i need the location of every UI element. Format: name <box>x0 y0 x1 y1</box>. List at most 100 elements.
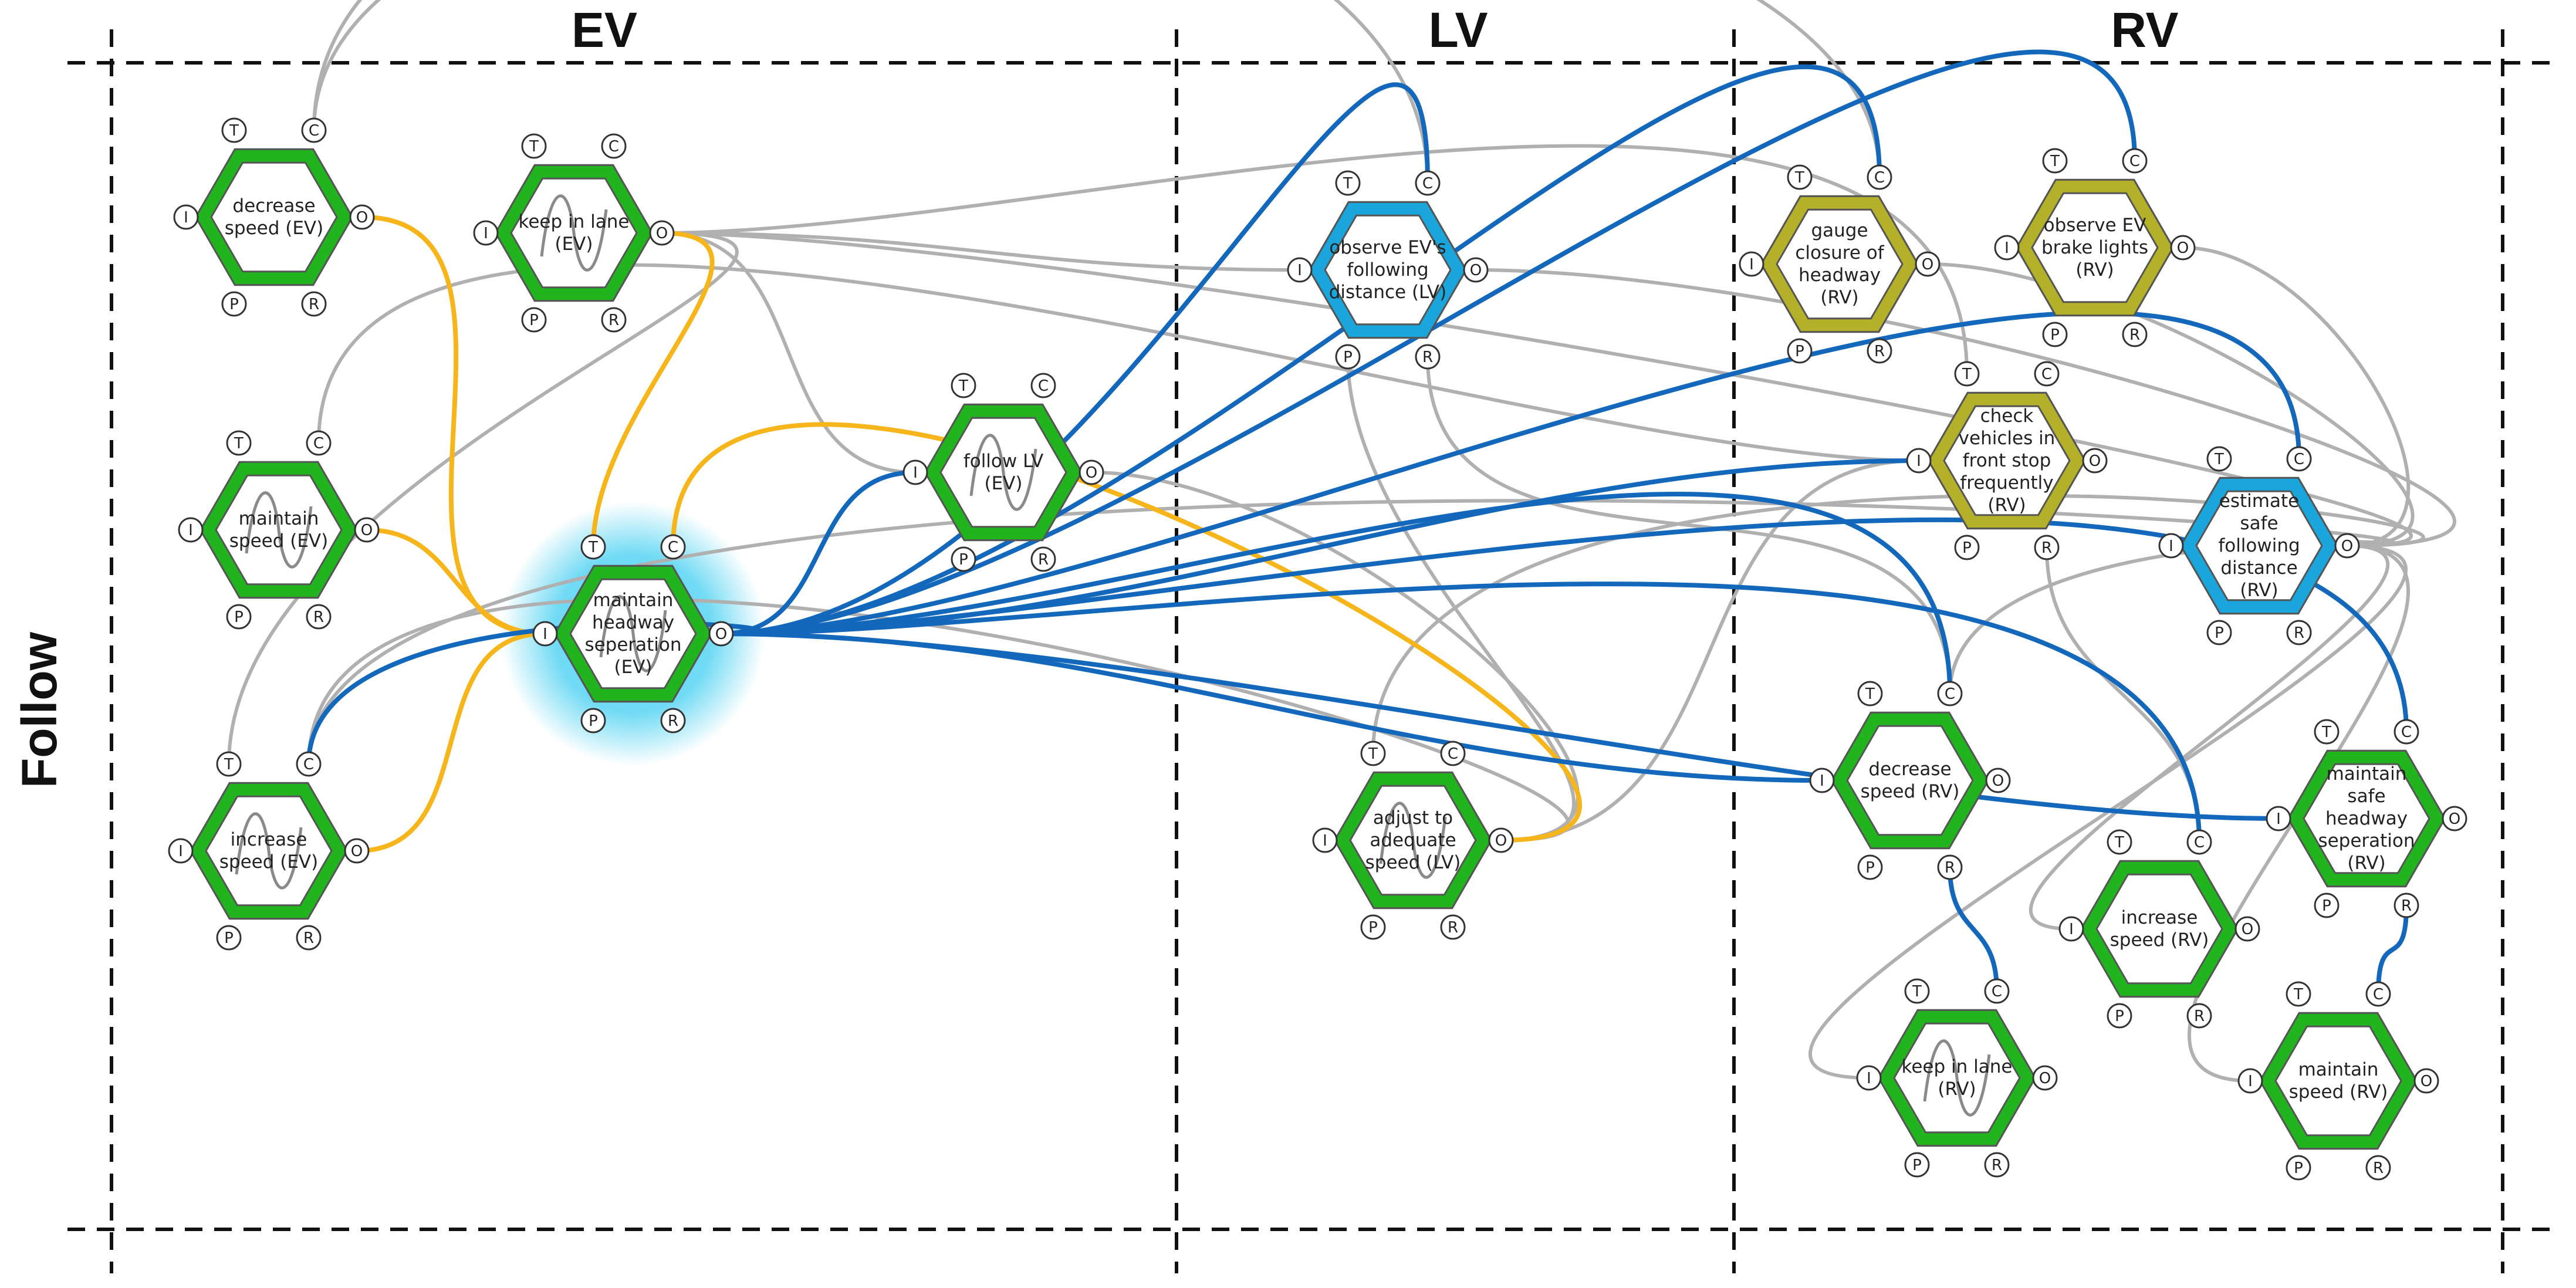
port-control[interactable] <box>2186 829 2212 855</box>
port-output[interactable] <box>1463 257 1489 283</box>
port-output[interactable] <box>2413 1068 2439 1094</box>
port-control[interactable] <box>1030 373 1056 398</box>
port-time[interactable] <box>216 751 242 777</box>
port-control[interactable] <box>1415 170 1441 196</box>
port-time[interactable] <box>1335 170 1361 196</box>
port-resource[interactable] <box>1415 344 1441 370</box>
port-resource[interactable] <box>1937 854 1963 880</box>
port-control[interactable] <box>1937 681 1963 706</box>
port-resource[interactable] <box>2034 535 2060 560</box>
port-time[interactable] <box>221 117 247 143</box>
port-output[interactable] <box>2082 448 2108 474</box>
port-output[interactable] <box>1079 459 1104 485</box>
port-precondition[interactable] <box>2042 322 2068 347</box>
port-control[interactable] <box>660 534 686 560</box>
port-control[interactable] <box>2286 446 2312 472</box>
port-input[interactable] <box>178 517 204 543</box>
port-precondition[interactable] <box>226 604 252 630</box>
port-control[interactable] <box>296 751 322 777</box>
port-precondition[interactable] <box>2314 893 2340 918</box>
port-input[interactable] <box>2058 916 2084 942</box>
port-input[interactable] <box>1287 257 1313 283</box>
port-control[interactable] <box>1867 164 1892 190</box>
port-input[interactable] <box>1994 235 2020 261</box>
port-control[interactable] <box>1440 741 1466 766</box>
port-time[interactable] <box>2107 829 2132 855</box>
port-precondition[interactable] <box>521 307 547 333</box>
port-resource[interactable] <box>301 291 327 317</box>
port-time[interactable] <box>521 133 547 159</box>
port-input[interactable] <box>2266 806 2291 831</box>
port-resource[interactable] <box>296 925 322 951</box>
port-time[interactable] <box>2042 148 2068 174</box>
port-precondition[interactable] <box>1787 338 1813 364</box>
port-input[interactable] <box>1809 768 1835 793</box>
port-control[interactable] <box>2365 981 2391 1007</box>
port-input[interactable] <box>902 459 928 485</box>
port-precondition[interactable] <box>2286 1155 2311 1181</box>
port-resource[interactable] <box>2122 322 2148 347</box>
port-input[interactable] <box>1906 448 1932 474</box>
port-control[interactable] <box>2122 148 2148 174</box>
port-output[interactable] <box>1915 251 1941 277</box>
port-time[interactable] <box>951 373 976 398</box>
port-time[interactable] <box>2286 981 2311 1007</box>
port-output[interactable] <box>2442 806 2467 831</box>
port-time[interactable] <box>226 430 252 456</box>
port-input[interactable] <box>2158 533 2184 559</box>
port-time[interactable] <box>1857 681 1883 706</box>
port-control[interactable] <box>1984 978 2010 1004</box>
port-time[interactable] <box>580 534 606 560</box>
port-resource[interactable] <box>601 307 627 333</box>
port-precondition[interactable] <box>951 546 976 572</box>
port-time[interactable] <box>1787 164 1813 190</box>
port-resource[interactable] <box>2186 1003 2212 1029</box>
port-precondition[interactable] <box>1857 854 1883 880</box>
port-output[interactable] <box>708 621 734 647</box>
port-resource[interactable] <box>306 604 332 630</box>
port-input[interactable] <box>473 220 499 246</box>
port-output[interactable] <box>349 204 375 230</box>
port-resource[interactable] <box>1984 1152 2010 1178</box>
port-time[interactable] <box>1954 361 1980 387</box>
port-resource[interactable] <box>1440 914 1466 940</box>
port-precondition[interactable] <box>221 291 247 317</box>
port-precondition[interactable] <box>1954 535 1980 560</box>
port-input[interactable] <box>532 621 558 647</box>
port-output[interactable] <box>2234 916 2260 942</box>
port-control[interactable] <box>601 133 627 159</box>
port-input[interactable] <box>173 204 199 230</box>
port-precondition[interactable] <box>580 708 606 733</box>
port-output[interactable] <box>2032 1065 2058 1091</box>
port-resource[interactable] <box>2286 620 2312 645</box>
port-time[interactable] <box>2314 719 2340 745</box>
port-input[interactable] <box>168 838 194 864</box>
port-output[interactable] <box>2170 235 2196 261</box>
port-resource[interactable] <box>660 708 686 733</box>
port-resource[interactable] <box>2365 1155 2391 1181</box>
port-output[interactable] <box>354 517 380 543</box>
port-input[interactable] <box>1856 1065 1882 1091</box>
port-resource[interactable] <box>1030 546 1056 572</box>
port-precondition[interactable] <box>1904 1152 1930 1178</box>
port-input[interactable] <box>1312 827 1338 853</box>
port-precondition[interactable] <box>1360 914 1386 940</box>
port-time[interactable] <box>2206 446 2232 472</box>
port-output[interactable] <box>2334 533 2360 559</box>
port-time[interactable] <box>1904 978 1930 1004</box>
